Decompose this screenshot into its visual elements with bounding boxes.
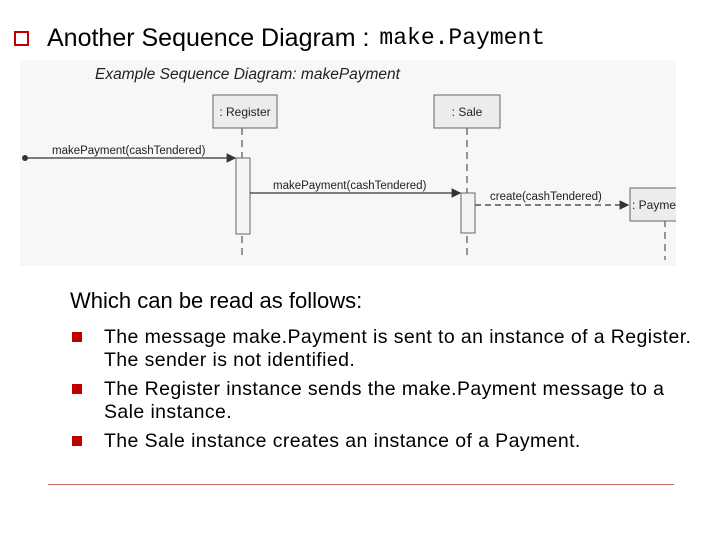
intro-text: Which can be read as follows:: [70, 288, 363, 313]
list-item-text: The message make.Payment is sent to an i…: [104, 326, 692, 371]
sale-label: : Sale: [452, 105, 483, 119]
sale-box: [433, 94, 501, 129]
sequence-diagram: Example Sequence Diagram: makePayment : …: [20, 60, 676, 266]
list-item: The Sale instance creates an instance of…: [70, 430, 710, 453]
square-bullet-icon: [14, 30, 29, 46]
slide-title-text: Another Sequence Diagram :: [47, 23, 370, 52]
message-2-label: makePayment(cashTendered): [273, 180, 427, 192]
payment-box: [629, 187, 676, 222]
explanation-list: The message make.Payment is sent to an i…: [70, 326, 710, 459]
footer-divider: [48, 484, 674, 485]
sale-activation: [460, 192, 476, 234]
square-bullet-icon: [72, 436, 82, 446]
register-activation: [235, 157, 251, 235]
square-bullet-icon: [72, 332, 82, 342]
slide-title-code: make.Payment: [379, 25, 546, 51]
list-item: The Register instance sends the make.Pay…: [70, 378, 710, 424]
square-bullet-icon: [72, 384, 82, 394]
sequence-diagram-svg: Example Sequence Diagram: makePayment : …: [22, 66, 676, 260]
message-3-label: create(cashTendered): [490, 191, 602, 203]
message-1-label: makePayment(cashTendered): [52, 145, 206, 157]
register-label: : Register: [219, 105, 270, 119]
slide-title: Another Sequence Diagram : make.Payment: [10, 18, 545, 58]
list-item-text: The Sale instance creates an instance of…: [104, 430, 581, 452]
diagram-title: Example Sequence Diagram: makePayment: [95, 66, 401, 83]
list-item: The message make.Payment is sent to an i…: [70, 326, 710, 372]
register-box: [212, 94, 278, 129]
payment-label: : Payment: [632, 198, 676, 212]
list-item-text: The Register instance sends the make.Pay…: [104, 378, 665, 423]
